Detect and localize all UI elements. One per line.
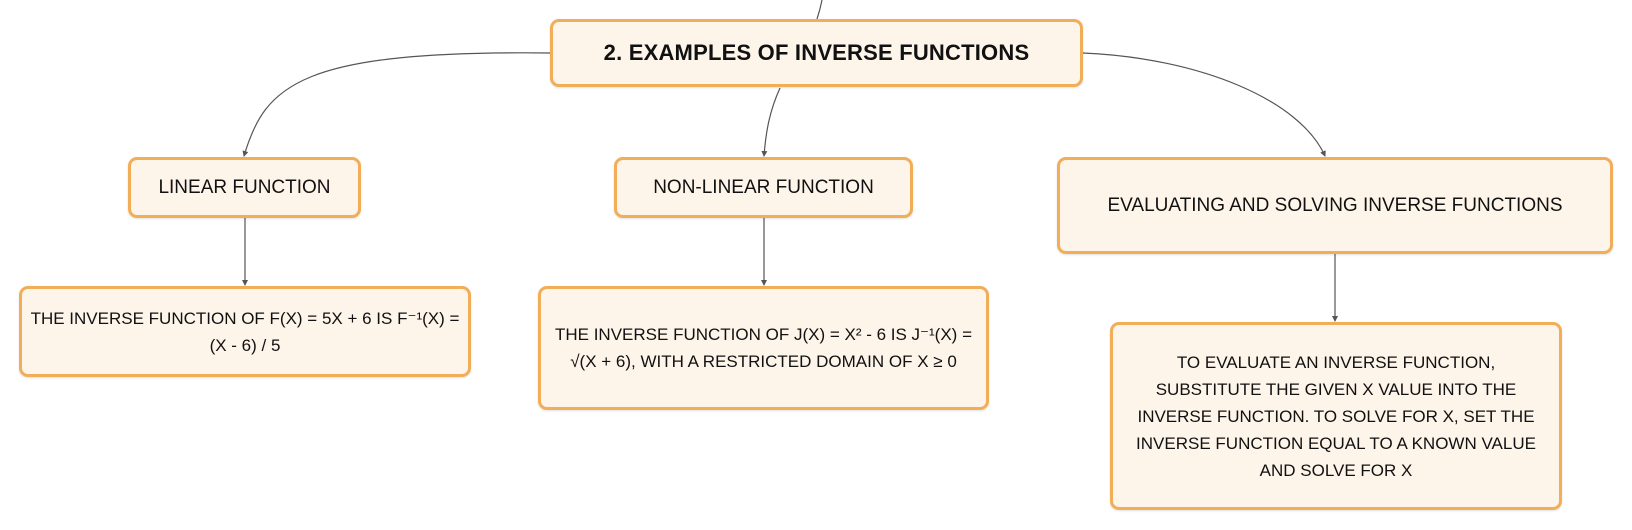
branch-node-label: NON-LINEAR FUNCTION: [653, 176, 874, 198]
detail-node-evaluating-solving[interactable]: TO EVALUATE AN INVERSE FUNCTION, SUBSTIT…: [1110, 322, 1562, 510]
branch-node-label: LINEAR FUNCTION: [158, 176, 331, 198]
connector-root-to-linear: [242, 52, 551, 157]
detail-node-text: THE INVERSE FUNCTION OF J(X) = X² - 6 IS…: [554, 325, 972, 371]
detail-node-text: THE INVERSE FUNCTION OF F(X) = 5X + 6 IS…: [30, 308, 460, 355]
connector-root-to-eval: [1082, 52, 1326, 157]
detail-node-text: TO EVALUATE AN INVERSE FUNCTION, SUBSTIT…: [1136, 352, 1536, 480]
branch-node-label: EVALUATING AND SOLVING INVERSE FUNCTIONS: [1107, 194, 1563, 216]
branch-node-evaluating-solving[interactable]: EVALUATING AND SOLVING INVERSE FUNCTIONS: [1057, 157, 1613, 254]
connector-parent-to-root: [816, 0, 823, 20]
root-node-title[interactable]: 2. EXAMPLES OF INVERSE FUNCTIONS: [550, 19, 1083, 87]
branch-node-linear-function[interactable]: LINEAR FUNCTION: [128, 157, 361, 218]
detail-node-non-linear-example[interactable]: THE INVERSE FUNCTION OF J(X) = X² - 6 IS…: [538, 286, 989, 410]
root-node-label: 2. EXAMPLES OF INVERSE FUNCTIONS: [603, 40, 1030, 65]
detail-node-linear-example[interactable]: THE INVERSE FUNCTION OF F(X) = 5X + 6 IS…: [19, 286, 471, 377]
connector-root-to-nonlinear: [761, 87, 781, 157]
branch-node-non-linear-function[interactable]: NON-LINEAR FUNCTION: [614, 157, 913, 218]
